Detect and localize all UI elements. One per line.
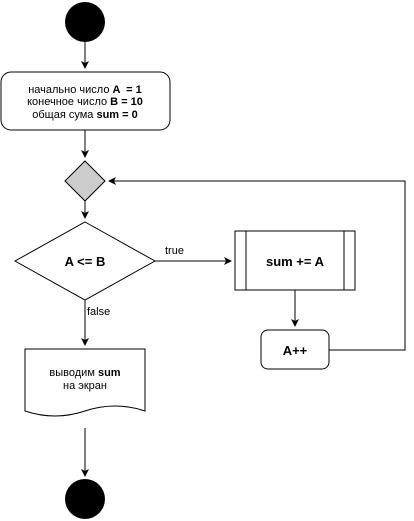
init-block: начально число A = 1 конечное число B = …: [0, 71, 171, 131]
output-node: выводим sum на экран: [24, 348, 146, 417]
output-line-2: на экран: [63, 380, 107, 392]
init-line-1: начально число A = 1: [28, 84, 142, 96]
loop-body-text: sum += A: [266, 254, 325, 269]
false-label: false: [87, 306, 110, 318]
output-line-1: выводим sum: [49, 367, 120, 379]
condition-node: A <= B: [13, 221, 157, 301]
true-label: true: [165, 245, 184, 257]
start-node: [65, 2, 105, 42]
increment-node: A++: [260, 329, 330, 370]
edge-loop-back: [108, 177, 406, 351]
end-node: [65, 479, 105, 519]
loop-body-node: sum += A: [234, 230, 356, 291]
condition-text: A <= B: [65, 254, 106, 269]
init-line-2: конечное число B = 10: [27, 96, 143, 108]
increment-text: A++: [283, 343, 308, 358]
merge-node: [64, 160, 106, 202]
init-line-3: общая сума sum = 0: [32, 109, 138, 121]
